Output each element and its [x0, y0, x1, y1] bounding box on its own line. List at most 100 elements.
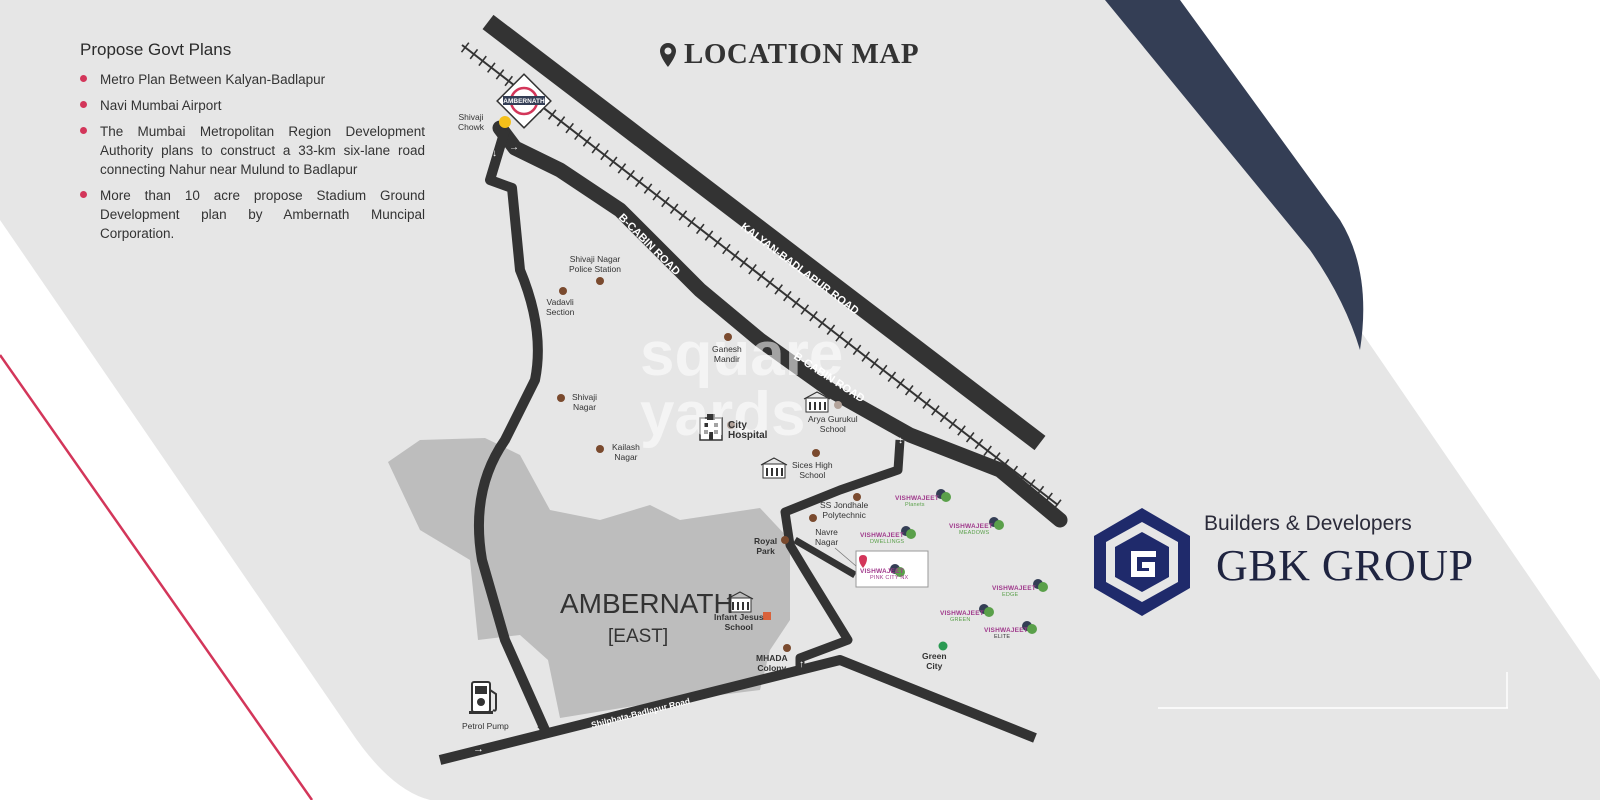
direction-arrow: ↓: [536, 720, 541, 731]
rail-tie: [478, 55, 487, 67]
govt-plan-item: More than 10 acre propose Stadium Ground…: [80, 186, 425, 243]
royal-park-dot: [781, 536, 789, 544]
b-cabin-road-line: [492, 120, 1068, 528]
ss-jondhale-dot: [853, 493, 861, 501]
bullet-icon: [80, 75, 87, 82]
rail-tie: [565, 122, 574, 134]
city-hospital-dot: [727, 421, 735, 429]
label-police-station: Shivaji Nagar Police Station: [569, 254, 621, 274]
location-pin-icon: [660, 42, 676, 67]
infant-jesus-marker: [763, 612, 771, 620]
green-city-dot: [938, 641, 948, 651]
rail-tie: [669, 203, 679, 214]
map-title: LOCATION MAP: [660, 38, 919, 71]
label-shivaji-chowk: Shivaji Chowk: [458, 112, 484, 132]
rail-tie: [835, 331, 844, 342]
rail-tie: [922, 398, 931, 409]
rail-tie: [870, 358, 879, 369]
rail-tie: [844, 337, 853, 349]
arya-gurukul-school-icon: [803, 391, 831, 413]
rail-tie: [878, 364, 888, 376]
rail-tie: [913, 391, 923, 403]
rail-tie: [765, 277, 775, 288]
pinkcity-callout-line: [834, 547, 857, 567]
rail-tie: [904, 384, 914, 396]
sices-school-icon: [760, 457, 788, 479]
label-arya-gurukul: Arya Gurukul School: [808, 414, 858, 434]
rail-tie: [591, 143, 601, 154]
rail-tie: [774, 284, 783, 295]
rail-tie: [556, 116, 566, 127]
rail-tie: [974, 438, 984, 450]
label-ganesh-mandir: Ganesh Mandir: [712, 344, 742, 364]
rail-tie: [635, 176, 644, 188]
rail-tie: [547, 109, 557, 120]
rail-tie: [861, 351, 871, 362]
police-station-dot: [596, 277, 604, 285]
rail-tie: [939, 411, 949, 423]
rail-tie: [626, 169, 635, 181]
label-infant-jesus: Infant Jesus School: [714, 612, 764, 632]
ambernath-station-sign: AMBERNATH: [496, 73, 552, 129]
arya-gurukul-dot: [834, 401, 842, 409]
area-subname: [EAST]: [608, 626, 669, 647]
kailash-nagar-dot: [596, 445, 604, 453]
direction-arrow: ↑: [799, 659, 804, 670]
sices-dot: [812, 449, 820, 457]
shilphata-badlapur-road-line: [438, 655, 1037, 765]
govt-plans-heading: Propose Govt Plans: [80, 40, 232, 59]
rail-tie: [800, 304, 810, 315]
shivaji-nagar-dot: [557, 394, 565, 402]
direction-arrow: →: [473, 743, 484, 755]
rail-tie: [643, 183, 653, 194]
rail-tie: [931, 405, 940, 416]
watermark: square yards: [640, 320, 844, 449]
rail-tie: [756, 270, 766, 282]
brand-name: GBK GROUP: [1216, 541, 1474, 590]
rail-tie: [852, 344, 862, 356]
rail-tie: [574, 129, 583, 141]
area-name: AMBERNATH: [560, 588, 734, 619]
rail-tie: [748, 263, 757, 275]
brand-tagline: Builders & Developers: [1204, 512, 1412, 535]
direction-arrow: ↓: [898, 435, 903, 446]
petrol-pump-icon: [469, 681, 497, 714]
label-city-hospital: City Hospital: [728, 420, 768, 441]
rail-tie: [504, 75, 514, 87]
rail-tie: [486, 62, 496, 73]
rail-tie: [460, 42, 470, 53]
rail-tie: [652, 190, 662, 201]
rail-tie: [600, 149, 609, 161]
rail-tie: [783, 290, 792, 302]
label-ss-jondhale: SS Jondhale Polytechnic: [820, 500, 869, 520]
rail-tie: [896, 378, 905, 389]
west-loop-road: [473, 128, 550, 733]
pinkcity-location-pin-icon: [859, 555, 867, 568]
navre-nagar-dot: [809, 514, 817, 522]
label-mhada: MHADA Colony: [756, 653, 788, 673]
rail-tie: [469, 48, 479, 60]
rail-tie: [661, 196, 670, 208]
label-sices: Sices High School: [792, 460, 833, 480]
rail-tie: [983, 445, 992, 456]
govt-plans-panel: Propose Govt Plans Metro Plan Between Ka…: [80, 40, 425, 250]
label-shivaji-nagar: Shivaji Nagar: [572, 392, 598, 412]
label-vadavli: Vadavli Section: [546, 297, 575, 317]
landmark-dots: [557, 277, 948, 652]
ganesh-mandir-dot: [724, 333, 732, 341]
rail-tie: [791, 297, 801, 309]
rail-tie: [617, 163, 627, 174]
direction-arrow: →: [509, 142, 519, 153]
inner-connector-road: [780, 439, 905, 672]
rail-tie: [687, 216, 696, 228]
label-petrol-pump: Petrol Pump: [462, 721, 509, 731]
rail-tie: [887, 371, 897, 383]
ambernath-area: [388, 438, 790, 718]
rail-tie: [582, 136, 592, 147]
